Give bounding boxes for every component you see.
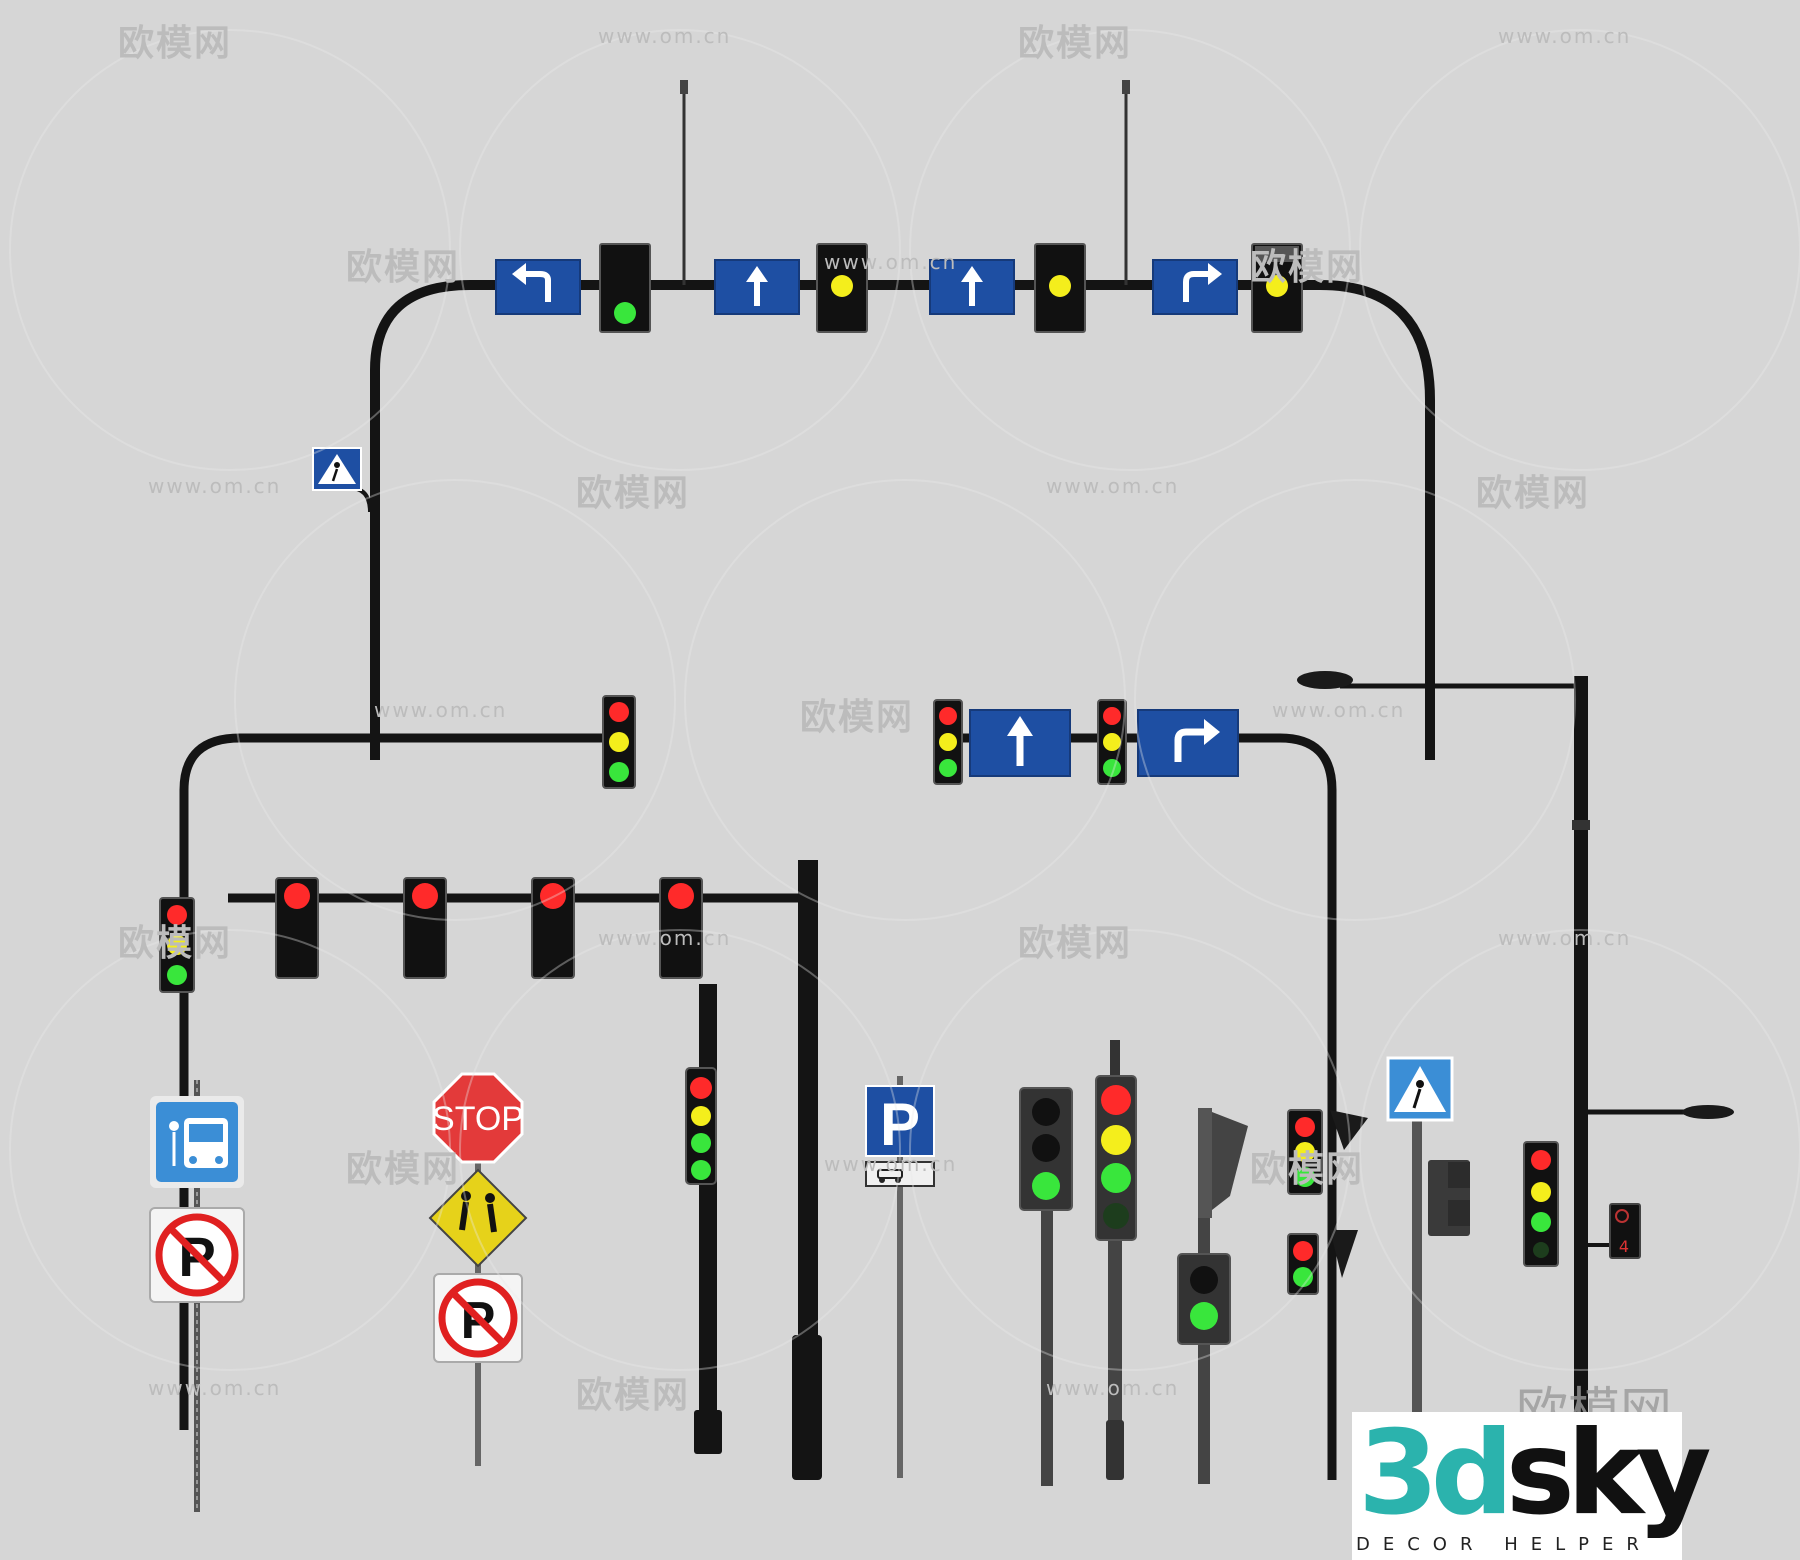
watermark-url: www.om.cn (1272, 698, 1406, 722)
sign-straight-arrow-2 (929, 259, 1015, 315)
left-curved-pole (159, 695, 636, 1430)
street-lamp: 4 (1297, 671, 1734, 1476)
car-icon (865, 1161, 935, 1187)
stop-sign-text: STOP (432, 1100, 524, 1138)
watermark-url: www.om.cn (148, 474, 282, 498)
traffic-light-mid-gantry-1 (933, 699, 963, 785)
watermark-brand: 欧模网 (1476, 473, 1591, 514)
sign-straight-arrow-mid (969, 709, 1071, 777)
sign-straight-arrow-1 (714, 259, 800, 315)
red-light-4 (659, 877, 703, 979)
red-light-3 (531, 877, 575, 979)
traffic-light-gantry-1 (599, 243, 651, 333)
logo-main: 3dsky (1358, 1404, 1712, 1544)
watermark-url: www.om.cn (1498, 24, 1632, 48)
countdown-digit: 4 (1619, 1237, 1629, 1256)
watermark-url: www.om.cn (824, 1152, 958, 1176)
traffic-light-gantry-3 (1034, 243, 1086, 333)
traffic-light-gantry-4 (1251, 243, 1303, 333)
signal-grey-three (1019, 1087, 1073, 1486)
watermark-brand: 欧模网 (1250, 1149, 1365, 1190)
middle-gantry (933, 699, 1368, 1480)
tall-pole-four-lights (685, 984, 722, 1454)
no-parking-sign-center: P (433, 1273, 523, 1363)
watermark-url: www.om.cn (598, 24, 732, 48)
watermark-brand: 欧模网 (800, 697, 915, 738)
watermark-brand: 欧模网 (346, 247, 461, 288)
pedestrian-countdown-signal: 4 (1588, 1203, 1641, 1259)
red-lights-arm (228, 860, 822, 1480)
watermark-url: www.om.cn (1498, 926, 1632, 950)
watermark-brand: 欧模网 (1018, 23, 1133, 64)
logo-main-prefix: 3d (1358, 1406, 1514, 1541)
watermark-brand: 欧模网 (1018, 923, 1133, 964)
watermark-brand: 欧模网 (576, 473, 691, 514)
traffic-light-lamp-pole (1523, 1141, 1559, 1267)
watermark-brand: 欧模网 (346, 1149, 461, 1190)
watermark-brand: 欧模网 (118, 923, 233, 964)
watermark-brand: 欧模网 (576, 1375, 691, 1416)
signal-grey-four (1095, 1040, 1137, 1480)
parking-sign-pole: P (865, 1076, 935, 1478)
no-parking-sign-left: P (149, 1207, 245, 1303)
school-crossing-sign (428, 1168, 528, 1268)
red-light-2 (403, 877, 447, 979)
traffic-light-gantry-2 (816, 243, 868, 333)
stop-sign: STOP (432, 1072, 524, 1164)
large-gantry (312, 80, 1435, 760)
logo: 3dsky DECOR HELPER (1352, 1406, 1712, 1560)
watermark-url: www.om.cn (824, 250, 958, 274)
pole-lights-cluster (1287, 1109, 1368, 1295)
watermark-url: www.om.cn (1046, 1376, 1180, 1400)
pedestrian-crossing-sign-small (312, 447, 372, 513)
traffic-light-mid-gantry-2 (1097, 699, 1127, 785)
parking-letter: P (880, 1091, 920, 1158)
sign-right-turn-arrow (1152, 259, 1238, 315)
watermark-url: www.om.cn (598, 926, 732, 950)
watermark-url: www.om.cn (374, 698, 508, 722)
signal-side-view (1177, 1108, 1248, 1484)
traffic-light-pole-mounted-left (159, 897, 195, 993)
sign-left-turn-arrow (495, 259, 581, 315)
side-signal-small (1428, 1160, 1470, 1236)
logo-tagline: DECOR HELPER (1356, 1534, 1652, 1555)
watermark-url: www.om.cn (148, 1376, 282, 1400)
sign-right-turn-arrow-mid (1137, 709, 1239, 777)
watermark-brand: 欧模网 (118, 23, 233, 64)
red-light-1 (275, 877, 319, 979)
watermark-lines (9, 29, 1800, 1371)
pedestrian-crossing-pole (1386, 1056, 1470, 1414)
bus-stop-sign (150, 1096, 244, 1188)
watermark-url: www.om.cn (1046, 474, 1180, 498)
bus-stop-pole: P (149, 1080, 245, 1512)
traffic-light-arm-end (602, 695, 636, 789)
watermark-brand: 欧模网 (1250, 247, 1365, 288)
stop-sign-pole: STOP P (428, 1072, 528, 1466)
logo-main-suffix: sky (1505, 1406, 1712, 1541)
